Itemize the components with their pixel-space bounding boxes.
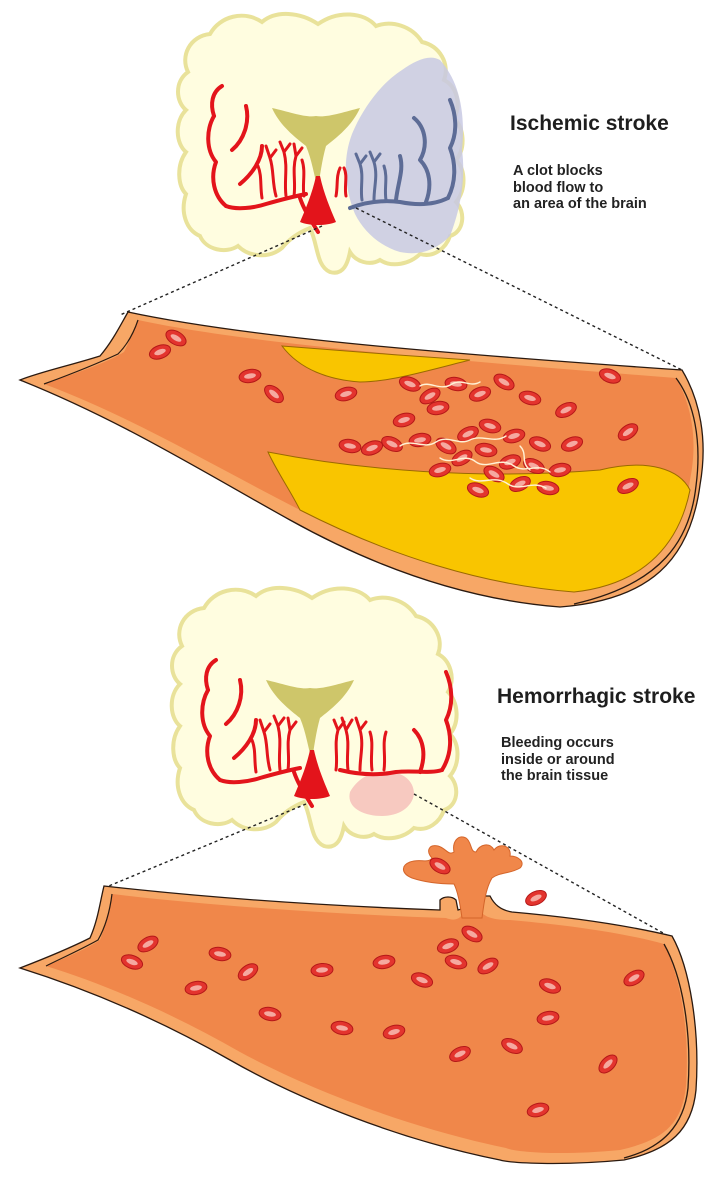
hemorrhagic-stroke-description: Bleeding occurs inside or around the bra… (501, 735, 615, 785)
ischemic-stroke-description: A clot blocks blood flow to an area of t… (513, 163, 647, 213)
hemorrhagic-stroke-title: Hemorrhagic stroke (497, 685, 695, 709)
ischemic-vessel (20, 312, 703, 607)
description-line: blood flow to (513, 180, 647, 197)
description-line: Bleeding occurs (501, 735, 615, 752)
bleeding-leak (403, 837, 522, 918)
hemorrhagic-vessel (20, 837, 697, 1164)
description-line: the brain tissue (501, 768, 615, 785)
hemorrhagic-brain-section (172, 588, 458, 847)
ischemic-stroke-title: Ischemic stroke (510, 112, 669, 136)
description-line: inside or around (501, 752, 615, 769)
description-line: A clot blocks (513, 163, 647, 180)
description-line: an area of the brain (513, 196, 647, 213)
ischemic-brain-section (178, 14, 464, 273)
